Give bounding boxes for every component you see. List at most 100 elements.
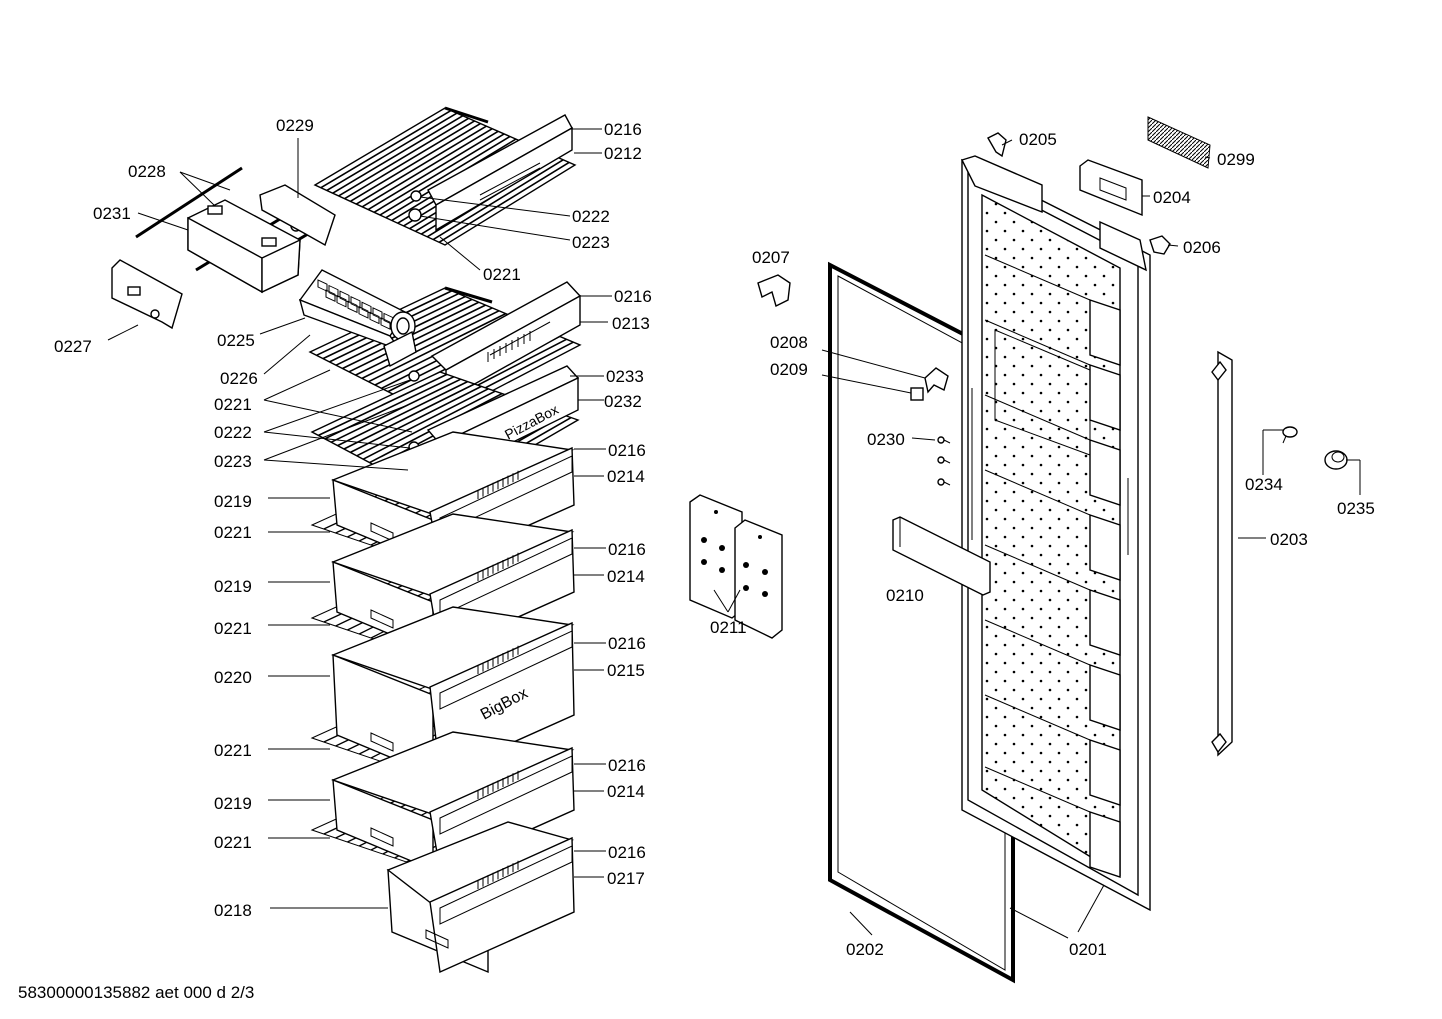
wire-bar	[330, 378, 462, 443]
label-0216-f: 0216	[608, 756, 646, 775]
part-0299	[1147, 116, 1211, 169]
door-shelf-edge	[984, 469, 1091, 516]
wire-bar	[326, 112, 458, 192]
label-0228: 0228	[128, 162, 166, 181]
label-0221-d: 0221	[214, 619, 252, 638]
label-0226: 0226	[220, 369, 258, 388]
label-0206: 0206	[1183, 238, 1221, 257]
wire-bar	[350, 385, 482, 454]
door-shelf-edge	[984, 619, 1091, 666]
door-shelf	[1089, 299, 1121, 366]
label-0231: 0231	[93, 204, 131, 223]
label-0207: 0207	[752, 248, 790, 267]
wire-bar	[343, 383, 475, 450]
ice-cube-cell	[347, 300, 358, 314]
ice-cube-cell	[325, 289, 336, 302]
label-0221-f: 0221	[214, 833, 252, 852]
label-0220: 0220	[214, 668, 252, 687]
part-0204	[1079, 159, 1143, 217]
door-shelf	[1089, 439, 1121, 506]
wire-bar	[320, 109, 452, 189]
door-shelf	[1089, 664, 1121, 731]
wire-bar	[368, 312, 507, 383]
label-0216-c: 0216	[608, 441, 646, 460]
label-0223-b: 0223	[214, 452, 252, 471]
ice-cube-cell	[372, 307, 383, 320]
drawer-grip	[370, 827, 394, 847]
label-0219-c: 0219	[214, 794, 252, 813]
door-shelf-edge	[984, 254, 1091, 301]
label-0210: 0210	[886, 586, 924, 605]
ice-cube-cell	[361, 301, 372, 315]
drawer-handle-recess	[439, 630, 573, 710]
label-0202: 0202	[846, 940, 884, 959]
label-0211: 0211	[710, 618, 747, 637]
label-0230: 0230	[867, 430, 905, 449]
door-gasket	[828, 261, 1015, 984]
label-0218: 0218	[214, 901, 252, 920]
ice-cube-cell	[358, 306, 369, 319]
label-0215: 0215	[607, 661, 645, 680]
label-0219-b: 0219	[214, 577, 252, 596]
leader-lines	[107, 128, 1361, 939]
wire-bar	[432, 159, 564, 241]
freezer-drawers	[310, 431, 575, 974]
drawer-front	[429, 836, 575, 974]
clip-0207	[757, 274, 791, 308]
wire-bar	[348, 304, 486, 373]
handle-0210	[892, 516, 991, 596]
label-0222-a: 0222	[572, 207, 610, 226]
wire-bar	[338, 117, 470, 197]
ice-cube-cell	[369, 311, 380, 325]
wire-bar	[379, 135, 511, 216]
wire-bar	[355, 125, 487, 205]
label-0221-c: 0221	[214, 523, 252, 542]
ice-cube-cell	[328, 284, 339, 298]
top-front-strip	[408, 114, 573, 232]
freezer-door	[961, 155, 1151, 912]
wire-bar	[373, 133, 505, 213]
label-0234: 0234	[1245, 475, 1283, 494]
wire-bar	[367, 130, 499, 211]
ice-cube-cell	[336, 294, 347, 308]
label-0227: 0227	[54, 337, 92, 356]
drawer-handle-recess	[439, 755, 573, 835]
label-0221-b: 0221	[214, 395, 252, 414]
wire-bar	[332, 115, 464, 194]
ice-maker-group	[111, 166, 336, 330]
door-shelf	[1089, 739, 1121, 806]
part-0205	[987, 132, 1007, 158]
drawer-handle-recess	[439, 537, 573, 617]
drawer-grip	[370, 732, 394, 752]
cover-0209	[910, 387, 924, 401]
door-shelf-edge	[984, 319, 1091, 366]
label-0223-a: 0223	[572, 233, 610, 252]
label-0214-c: 0214	[607, 782, 645, 801]
drawer-handle-recess	[439, 845, 573, 925]
interior-parts-group: PizzaBox BigBox	[111, 106, 582, 974]
door-shelf-edge	[984, 544, 1091, 591]
part-0206	[1149, 235, 1171, 255]
label-0221-a: 0221	[483, 265, 521, 284]
side-handle-0203	[1211, 350, 1233, 757]
label-0204: 0204	[1153, 188, 1191, 207]
cap-0235	[1324, 450, 1348, 470]
label-0229: 0229	[276, 116, 314, 135]
wire-bar	[361, 310, 500, 380]
label-0212: 0212	[604, 144, 642, 163]
ice-cube-cell	[339, 290, 350, 304]
label-0299: 0299	[1217, 150, 1255, 169]
label-0214-a: 0214	[607, 467, 645, 486]
label-0213: 0213	[612, 314, 650, 333]
ice-cube-cell	[317, 279, 328, 292]
wire-bar	[318, 373, 448, 437]
label-0208: 0208	[770, 333, 808, 352]
wire-bar	[350, 122, 481, 203]
label-0209: 0209	[770, 360, 808, 379]
label-0233: 0233	[606, 367, 644, 386]
label-0201: 0201	[1069, 940, 1107, 959]
screws-0230	[937, 436, 951, 486]
label-0216-a: 0216	[604, 120, 642, 139]
wire-bar	[362, 390, 496, 460]
ice-cube-cell	[350, 295, 361, 309]
